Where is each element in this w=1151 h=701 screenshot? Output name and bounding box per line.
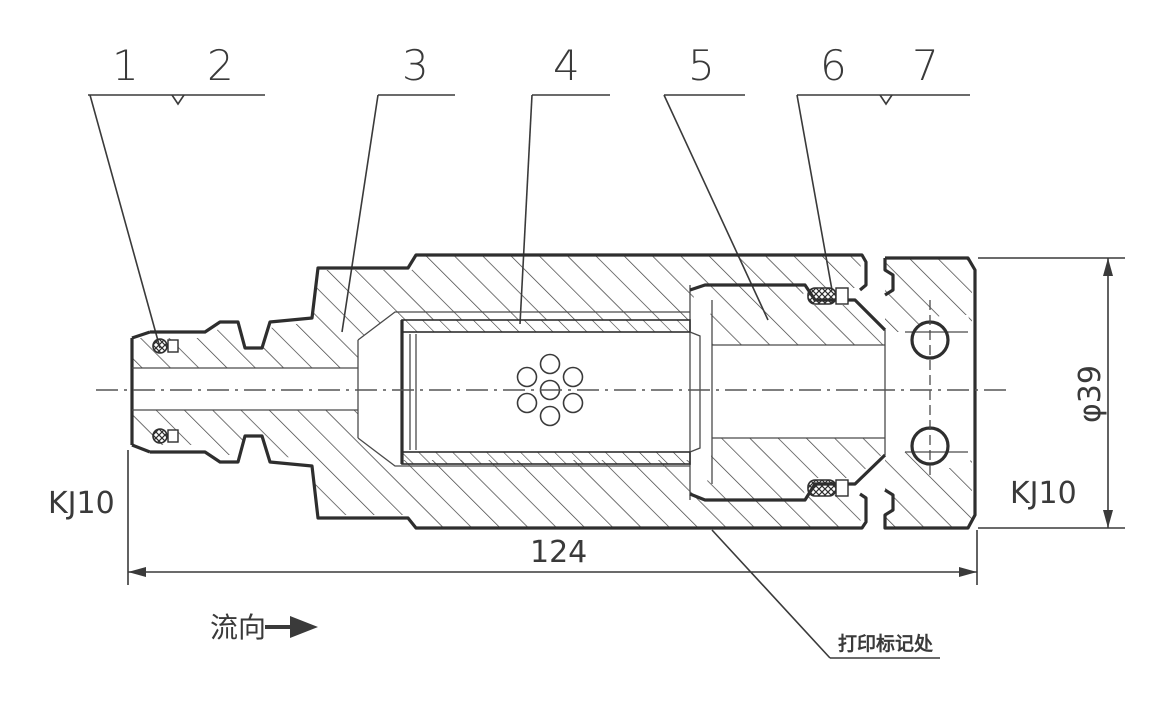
filter-screen bbox=[400, 319, 701, 465]
o-ring-right-top bbox=[807, 287, 837, 305]
o-ring-left-bottom bbox=[152, 428, 168, 444]
o-ring-right-bottom bbox=[807, 479, 837, 497]
dimension-length: 124 bbox=[127, 450, 978, 585]
part-label-5: 5 bbox=[688, 41, 715, 90]
valve-body bbox=[130, 253, 977, 530]
marking-annotation: 打印标记处 bbox=[711, 529, 940, 659]
o-ring-seals bbox=[152, 287, 849, 497]
part-labels: 1 2 3 4 5 6 7 bbox=[112, 41, 939, 90]
flow-direction-label: 流向 bbox=[210, 611, 266, 644]
part-label-4: 4 bbox=[553, 41, 580, 90]
part-label-7: 7 bbox=[912, 41, 939, 90]
flow-arrow-icon bbox=[290, 616, 318, 638]
part-label-2: 2 bbox=[207, 41, 234, 90]
part-label-6: 6 bbox=[820, 41, 847, 90]
flow-direction: 流向 bbox=[210, 611, 318, 644]
part-label-1: 1 bbox=[112, 41, 139, 90]
right-thread-label: KJ10 bbox=[1010, 476, 1077, 511]
length-dimension-text: 124 bbox=[530, 535, 587, 570]
left-thread-label: KJ10 bbox=[48, 486, 115, 521]
o-ring-left-top bbox=[152, 338, 168, 354]
diameter-dimension-text: φ39 bbox=[1073, 365, 1108, 423]
marking-location-label: 打印标记处 bbox=[838, 632, 934, 655]
dimension-diameter: φ39 bbox=[978, 257, 1125, 529]
part-label-3: 3 bbox=[402, 41, 429, 90]
